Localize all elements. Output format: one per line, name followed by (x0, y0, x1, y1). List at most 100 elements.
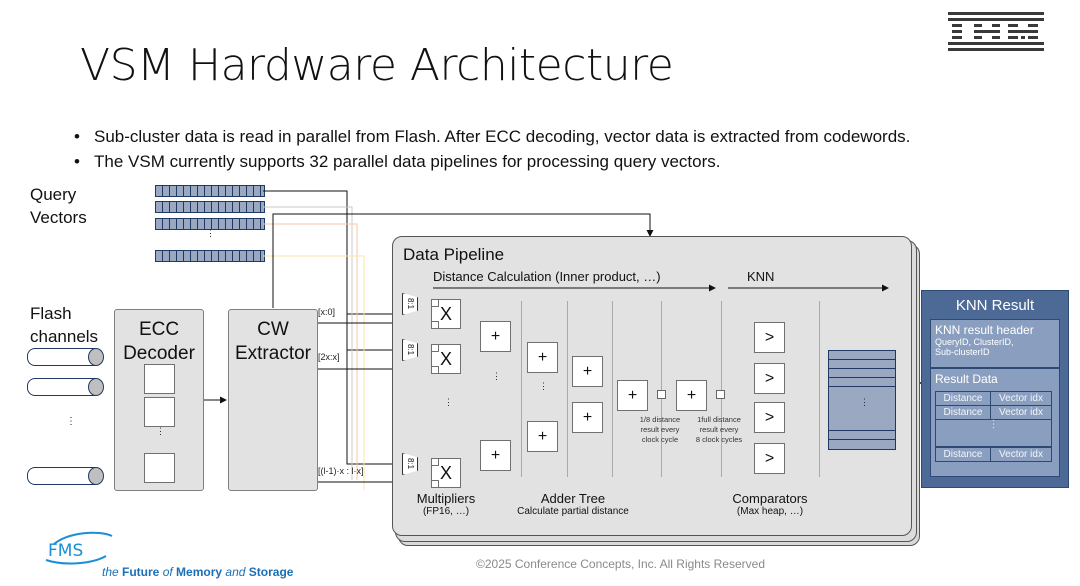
multipliers-title: Multipliers (416, 491, 476, 506)
divider (661, 301, 662, 477)
adder: + (527, 421, 558, 452)
knn-header-field-1: QueryID, ClusterID, (935, 337, 1014, 347)
multipliers-sub: (FP16, …) (422, 506, 470, 517)
knn-header-title: KNN result header (935, 323, 1034, 337)
distance-cell: Distance (935, 447, 991, 462)
comparator: > (754, 443, 785, 474)
annotation-partial-l3: clock cycle (641, 435, 679, 444)
flash-channel (27, 348, 104, 366)
adder-ellipsis: ⋮ (539, 381, 548, 391)
annotation-full: 1full distance result every 8 clock cycl… (687, 415, 751, 445)
copyright-text: ©2025 Conference Concepts, Inc. All Righ… (476, 557, 765, 571)
adder: + (527, 342, 558, 373)
distance-cell: Distance (935, 391, 991, 406)
query-ellipsis: ⋮ (206, 228, 215, 238)
vector-idx-cell: Vector idx (990, 405, 1052, 420)
pipeline-title: Data Pipeline (403, 245, 505, 264)
ibm-logo (948, 12, 1044, 51)
query-vector (155, 185, 265, 197)
comparators-title: Comparators (732, 491, 808, 506)
ecc-ellipsis: ⋮ (156, 426, 165, 436)
vector-idx-cell: Vector idx (990, 391, 1052, 406)
ecc-unit (144, 397, 175, 427)
bullet-2: The VSM currently supports 32 parallel d… (74, 152, 721, 172)
ecc-unit (144, 453, 175, 483)
ecc-decoder-block: ECC Decoder ⋮ (114, 309, 204, 491)
query-label-line2: Vectors (30, 208, 87, 227)
ecc-title-1: ECC (138, 319, 180, 340)
divider (721, 301, 722, 477)
comparators-caption: Comparators (Max heap, …) (722, 491, 818, 517)
divider (521, 301, 522, 477)
annotation-full-l1: 1full distance (697, 415, 741, 424)
slice-label-1: [x:0] (318, 307, 336, 317)
ecc-title-2: Decoder (123, 343, 195, 364)
comparator: > (754, 363, 785, 394)
adder: + (480, 321, 511, 352)
knn-result-data: Result Data Distance Vector idx Distance… (930, 368, 1060, 477)
query-vector (155, 218, 265, 230)
multiplier: X (431, 299, 461, 329)
accumulator: + (676, 380, 707, 411)
query-vectors-label: Query Vectors (30, 183, 87, 229)
comparator: > (754, 322, 785, 353)
fms-logo: FMS (45, 531, 113, 565)
annotation-full-l3: 8 clock cycles (695, 435, 743, 444)
tagline-part: Future (122, 565, 160, 579)
knn-data-title: Result Data (935, 372, 998, 386)
comparators-sub: (Max heap, …) (736, 506, 804, 517)
divider (819, 301, 820, 477)
comparator: > (754, 402, 785, 433)
adder: + (617, 380, 648, 411)
slice-label-2: [2x:x] (318, 352, 340, 362)
bullet-1-text: Sub-cluster data is read in parallel fro… (94, 127, 911, 146)
slide-title: VSM Hardware Architecture (80, 40, 674, 91)
query-vector (155, 201, 265, 213)
adder: + (480, 440, 511, 471)
tagline-part: of (159, 565, 177, 579)
adder: + (572, 356, 603, 387)
knn-result-block: KNN Result KNN result header QueryID, Cl… (921, 290, 1069, 488)
divider (612, 301, 613, 477)
multiplier-ellipsis: ⋮ (444, 397, 453, 407)
vector-idx-cell: Vector idx (990, 447, 1052, 462)
bullet-2-text: The VSM currently supports 32 parallel d… (94, 152, 721, 171)
adder-ellipsis: ⋮ (492, 371, 501, 381)
data-pipeline-block: Data Pipeline Distance Calculation (Inne… (392, 236, 912, 536)
adder: + (572, 402, 603, 433)
query-vector (155, 250, 265, 262)
bullet-1: Sub-cluster data is read in parallel fro… (74, 127, 911, 147)
multiplier: X (431, 458, 461, 488)
multiplier: X (431, 344, 461, 374)
flash-channels-label: Flash channels (30, 302, 98, 348)
knn-heap-buffer: ⋮ (828, 350, 896, 450)
annotation-partial-l2: result every (640, 425, 680, 434)
slice-label-3: [(l-1)·x : l·x] (318, 466, 364, 476)
stage-knn-label: KNN (747, 269, 775, 284)
tagline-part: the (102, 565, 123, 579)
adder-tree-sub: Calculate partial distance (517, 506, 629, 517)
annotation-partial-l1: 1/8 distance (639, 415, 681, 424)
distance-cell: Distance (935, 405, 991, 420)
tagline-part: and (222, 565, 249, 579)
fms-tagline: the Future of Memory and Storage (102, 565, 293, 579)
flash-channel (27, 467, 104, 485)
ecc-unit (144, 364, 175, 394)
heap-ellipsis: ⋮ (860, 397, 869, 407)
stage-arrows (433, 284, 889, 292)
annotation-partial: 1/8 distance result every clock cycle (628, 415, 692, 445)
tagline-part: Memory (176, 565, 223, 579)
fms-brand: FMS (48, 541, 83, 561)
flash-ellipsis: ⋮ (66, 416, 76, 427)
knn-ellipsis: ⋮ (935, 419, 1052, 447)
multipliers-caption: Multipliers (FP16, …) (410, 491, 482, 517)
adder-tree-caption: Adder Tree Calculate partial distance (505, 491, 641, 517)
flash-channel (27, 378, 104, 396)
cw-title-2: Extractor (234, 343, 312, 364)
register (657, 390, 666, 399)
annotation-full-l2: result every (699, 425, 739, 434)
flash-label-line2: channels (30, 327, 99, 346)
stage-distance-label: Distance Calculation (Inner product, …) (433, 269, 661, 284)
cw-title-1: CW (257, 319, 289, 340)
divider (567, 301, 568, 477)
